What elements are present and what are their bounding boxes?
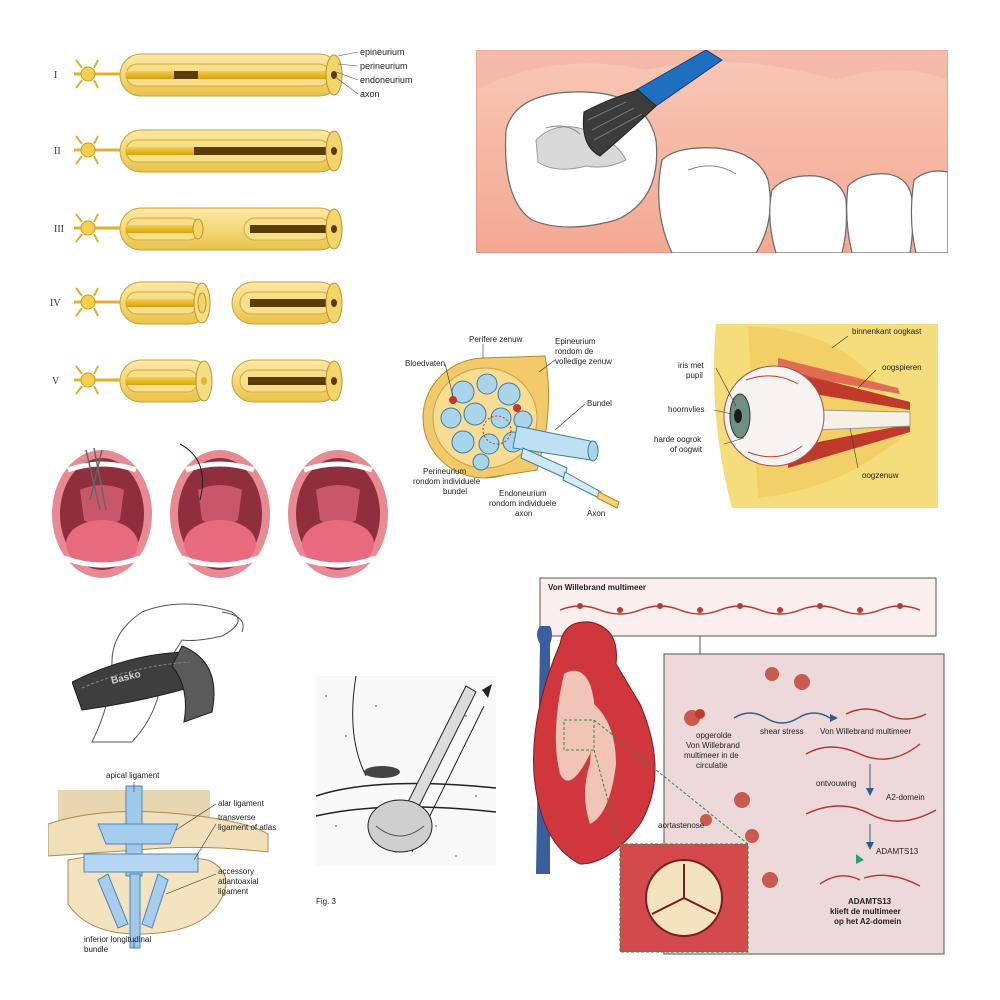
mouth-stage-1 — [52, 447, 152, 578]
label-axon: axon — [360, 89, 380, 99]
alar-ligament-band — [97, 823, 179, 845]
mouth-stage-3 — [288, 450, 388, 578]
label-transverse-1: transverse — [218, 813, 256, 822]
label-iris-1: iris met — [678, 361, 705, 370]
label-endoneurium-1: Endoneurium — [499, 489, 547, 498]
label-accessory-1: accessory — [218, 867, 254, 876]
eye-orbit-diagram: binnenkant oogkast iris met pupil hoornv… — [654, 324, 938, 508]
label-transverse-2: ligament of atlas — [218, 823, 276, 832]
neuron-cell-icon — [74, 59, 126, 89]
grade-label-4: IV — [50, 298, 61, 309]
label-epineurium: epineurium — [360, 47, 405, 57]
label-blood-vessels: Bloedvaten — [405, 359, 445, 368]
nerve-row-2: II — [54, 129, 343, 173]
neuron-cell-icon — [74, 287, 126, 317]
brush-icon — [582, 50, 723, 157]
label-unfolding: ontvouwing — [816, 779, 856, 788]
multimer-nodes — [577, 603, 903, 613]
label-apical-ligament: apical ligament — [106, 771, 160, 780]
label-inferior-2: bundle — [84, 945, 109, 954]
inferior-bundle-band — [129, 873, 141, 949]
grade-label-3: III — [54, 224, 64, 235]
label-iris-2: pupil — [686, 371, 703, 380]
neuron-cell-icon — [74, 213, 126, 243]
label-shear-stress: shear stress — [760, 727, 804, 736]
blood-vessel — [513, 404, 521, 412]
premolar-tooth — [658, 147, 771, 253]
vwf-multimer-heart-diagram: Von Willebrand multimeer opgerolde Von — [533, 577, 945, 955]
label-perineurium-2: rondom individuele — [413, 477, 481, 486]
thumb-brace-illustration: Basko — [72, 603, 244, 743]
transverse-ligament-band — [83, 853, 199, 873]
label-adamts13: ADAMTS13 — [876, 847, 919, 856]
label-coiled-3: multimeer in de — [684, 751, 739, 760]
label-bundle: Bundel — [587, 399, 612, 408]
nerve-cross-section-diagram: Perifere zenuw Bloedvaten Epineurium ron… — [405, 335, 620, 518]
surgical-sketch-fig3: Fig. 3 — [316, 676, 497, 906]
nerve-injury-grades-diagram: I epineurium perineurium endoneurium axo… — [50, 47, 413, 403]
label-vwf-multimer: Von Willebrand multimeer — [820, 727, 911, 736]
label-cleave-3: op het A2-domein — [834, 917, 901, 926]
label-peripheral-nerve: Perifere zenuw — [469, 335, 523, 344]
label-endoneurium-3: axon — [515, 509, 532, 518]
nerve-row-3: III — [54, 207, 343, 251]
label-accessory-3: ligament — [218, 887, 249, 896]
mouth-stage-2 — [170, 443, 270, 578]
label-multimer-title: Von Willebrand multimeer — [548, 583, 646, 592]
craniocervical-ligaments-diagram: apical ligament alar ligament transverse… — [48, 771, 276, 954]
label-endoneurium: endoneurium — [360, 75, 413, 85]
figure-caption: Fig. 3 — [316, 897, 337, 906]
fascicles — [440, 373, 533, 471]
label-epineurium-1: Epineurium — [555, 337, 596, 346]
label-sclera-2: of oogwit — [670, 445, 703, 454]
label-cleave-2: klieft de multimeer — [830, 907, 901, 916]
label-perineurium-1: Perineurium — [423, 467, 466, 476]
label-a2-domain: A2-domein — [886, 793, 925, 802]
label-endoneurium-2: rondom individuele — [489, 499, 557, 508]
label-sclera-1: harde oogrok — [654, 435, 702, 444]
label-eye-muscles: oogspieren — [882, 363, 922, 372]
nerve-row-1: I epineurium perineurium endoneurium axo… — [54, 47, 413, 99]
label-perineurium-3: bundel — [443, 487, 467, 496]
label-optic-nerve: oogzenuw — [862, 471, 899, 480]
label-perineurium: perineurium — [360, 61, 408, 71]
blood-vessel — [449, 396, 457, 404]
teeth-brush-illustration — [476, 50, 948, 253]
label-coiled-2: Von Willebrand — [686, 741, 740, 750]
grade-label-2: II — [54, 146, 61, 157]
tooth — [769, 175, 848, 253]
label-orbit-inner: binnenkant oogkast — [852, 327, 922, 336]
label-epineurium-2: rondom de — [555, 347, 594, 356]
label-coiled-1: opgerolde — [696, 731, 732, 740]
label-coiled-4: circulatie — [696, 761, 728, 770]
tooth — [846, 173, 914, 253]
grade-label-5: V — [52, 376, 60, 387]
coiled-multimer — [684, 667, 810, 888]
nerve-row-5: V — [52, 359, 343, 403]
label-epineurium-3: volledige zenuw — [555, 357, 612, 366]
label-axon: Axon — [587, 509, 605, 518]
neuron-cell-icon — [74, 135, 126, 165]
tonsillectomy-mouths — [52, 443, 388, 578]
label-alar-ligament: alar ligament — [218, 799, 265, 808]
label-cornea: hoornvlies — [668, 405, 704, 414]
nerve-row-4: IV — [50, 281, 343, 325]
neuron-cell-icon — [74, 365, 126, 395]
heart-illustration — [533, 621, 656, 874]
label-aortic-stenosis: aortastenose — [658, 821, 705, 830]
grade-label-1: I — [54, 70, 57, 81]
adamts13-icon — [856, 854, 864, 864]
label-cleave-1: ADAMTS13 — [848, 897, 892, 906]
tooth — [910, 170, 948, 253]
label-accessory-2: atlantoaxial — [218, 877, 259, 886]
label-inferior-1: inferior longitudinal — [84, 935, 151, 944]
